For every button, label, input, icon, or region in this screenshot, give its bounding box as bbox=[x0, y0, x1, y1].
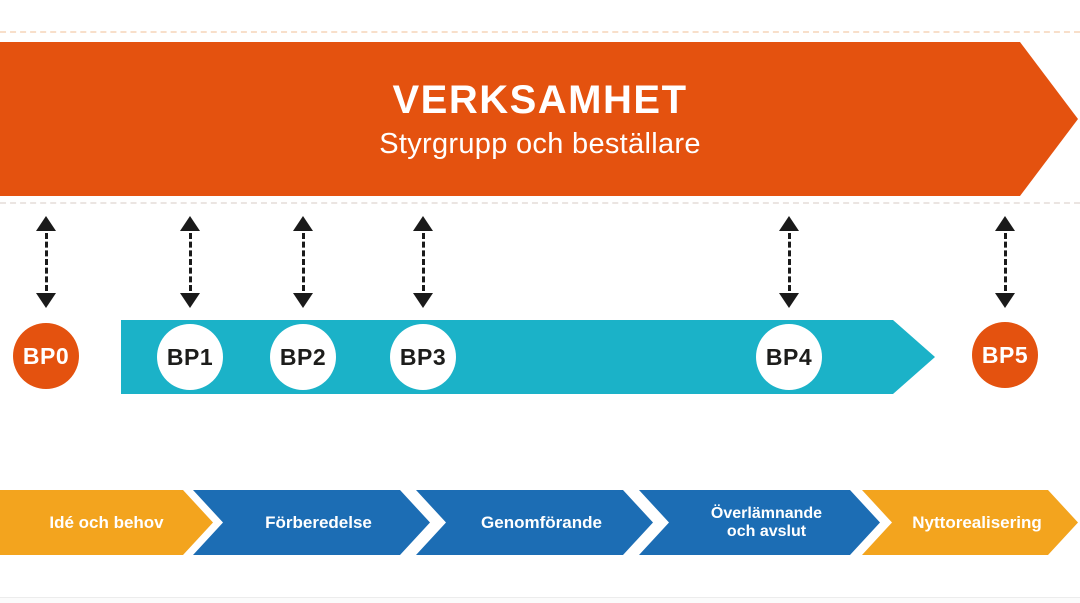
faint-dashed-guide-mid bbox=[0, 202, 1080, 204]
arrowhead-up-icon bbox=[413, 216, 433, 231]
phase-forberedelse: Förberedelse bbox=[193, 490, 430, 555]
arrowhead-down-icon bbox=[36, 293, 56, 308]
dashed-shaft bbox=[44, 233, 48, 291]
phase-label: Idé och behov bbox=[49, 512, 164, 532]
dashed-shaft bbox=[301, 233, 305, 291]
decision-point-bp3: BP3 bbox=[390, 324, 456, 390]
phase-ide-och-behov: Idé och behov bbox=[0, 490, 213, 555]
phase-label: Förberedelse bbox=[265, 512, 372, 532]
bp-label: BP3 bbox=[399, 343, 447, 370]
phase-label: Genomförande bbox=[481, 512, 602, 532]
dashed-double-arrow-bp4 bbox=[779, 216, 799, 308]
phase-label: Överlämnande och avslut bbox=[710, 504, 823, 540]
dashed-double-arrow-bp2 bbox=[293, 216, 313, 308]
decision-point-bp5: BP5 bbox=[972, 322, 1038, 388]
faint-dashed-guide-top bbox=[0, 31, 1080, 33]
arrowhead-down-icon bbox=[413, 293, 433, 308]
arrowhead-up-icon bbox=[180, 216, 200, 231]
phase-label: Nyttorealisering bbox=[912, 512, 1042, 532]
arrowhead-up-icon bbox=[995, 216, 1015, 231]
dashed-double-arrow-bp3 bbox=[413, 216, 433, 308]
dashed-double-arrow-bp1 bbox=[180, 216, 200, 308]
bp-label: BP1 bbox=[166, 343, 214, 370]
decision-point-bp0: BP0 bbox=[13, 323, 79, 389]
banner-subtitle: Styrgrupp och beställare bbox=[379, 127, 701, 160]
dashed-double-arrow-bp0 bbox=[36, 216, 56, 308]
arrowhead-down-icon bbox=[995, 293, 1015, 308]
phase-genomforande: Genomförande bbox=[416, 490, 653, 555]
dashed-shaft bbox=[188, 233, 192, 291]
bp-label: BP5 bbox=[981, 341, 1029, 368]
bottom-divider bbox=[0, 597, 1080, 603]
dashed-shaft bbox=[1003, 233, 1007, 291]
bp-label: BP0 bbox=[22, 342, 70, 369]
arrowhead-up-icon bbox=[779, 216, 799, 231]
phase-overlamnande-och-avslut: Överlämnande och avslut bbox=[639, 490, 880, 555]
bp-label: BP4 bbox=[765, 343, 813, 370]
arrowhead-up-icon bbox=[293, 216, 313, 231]
arrowhead-down-icon bbox=[779, 293, 799, 308]
banner-title: VERKSAMHET bbox=[392, 77, 688, 122]
dashed-double-arrow-bp5 bbox=[995, 216, 1015, 308]
arrowhead-down-icon bbox=[293, 293, 313, 308]
decision-point-bp4: BP4 bbox=[756, 324, 822, 390]
verksamhet-banner-arrow: VERKSAMHET Styrgrupp och beställare bbox=[0, 42, 1078, 196]
dashed-shaft bbox=[421, 233, 425, 291]
decision-point-bp1: BP1 bbox=[157, 324, 223, 390]
phase-nyttorealisering: Nyttorealisering bbox=[862, 490, 1078, 555]
arrowhead-up-icon bbox=[36, 216, 56, 231]
arrowhead-down-icon bbox=[180, 293, 200, 308]
bp-label: BP2 bbox=[279, 343, 327, 370]
decision-point-bp2: BP2 bbox=[270, 324, 336, 390]
dashed-shaft bbox=[787, 233, 791, 291]
